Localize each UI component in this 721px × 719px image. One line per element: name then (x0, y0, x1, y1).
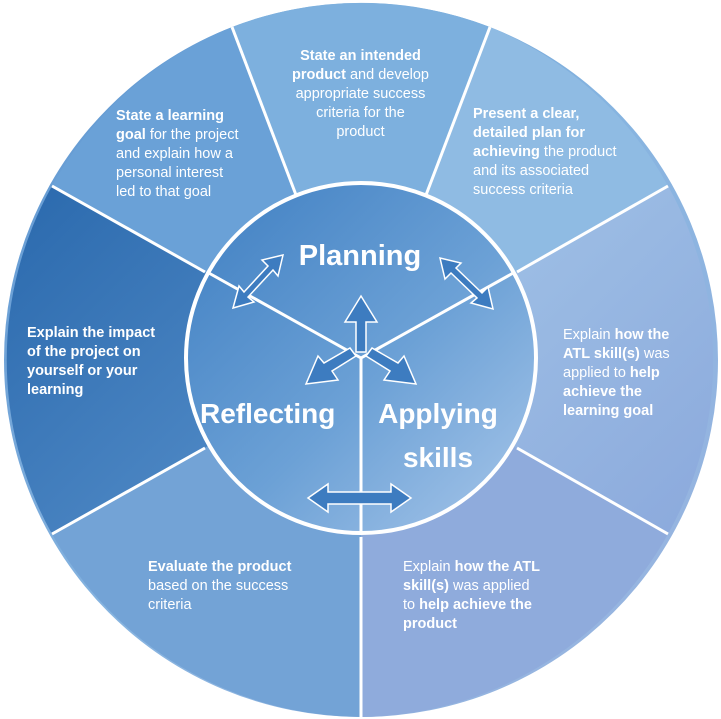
text-atl-goal: Explain how the ATL skill(s) was applied… (563, 327, 670, 419)
arrow-double-right-icon (438, 256, 495, 311)
text-atl-product: Explain how the ATL skill(s) was applied… (403, 559, 540, 632)
text-plan: Present a clear, detailed plan for achie… (473, 106, 617, 198)
label-planning: Planning (298, 240, 422, 272)
segment-impact (6, 186, 361, 534)
text-evaluate: Evaluate the product based on the succes… (148, 559, 292, 613)
label-skills: skills (402, 442, 474, 473)
arrow-horizontal-icon (306, 482, 413, 514)
text-learning-goal: State a learning goal for the project an… (116, 108, 239, 200)
arrow-down-left-icon (304, 347, 358, 385)
label-reflecting: Reflecting (200, 398, 336, 429)
text-product-goal: State an intended product and develop ap… (291, 48, 429, 140)
segment-dividers (51, 26, 669, 717)
text-impact: Explain the impact of the project on you… (27, 325, 156, 398)
arrow-up-icon (343, 294, 379, 353)
label-applying: Applying (378, 398, 498, 429)
cycle-arrows (231, 253, 495, 514)
arrow-double-left-icon (231, 253, 285, 310)
arrow-down-right-icon (364, 347, 418, 385)
